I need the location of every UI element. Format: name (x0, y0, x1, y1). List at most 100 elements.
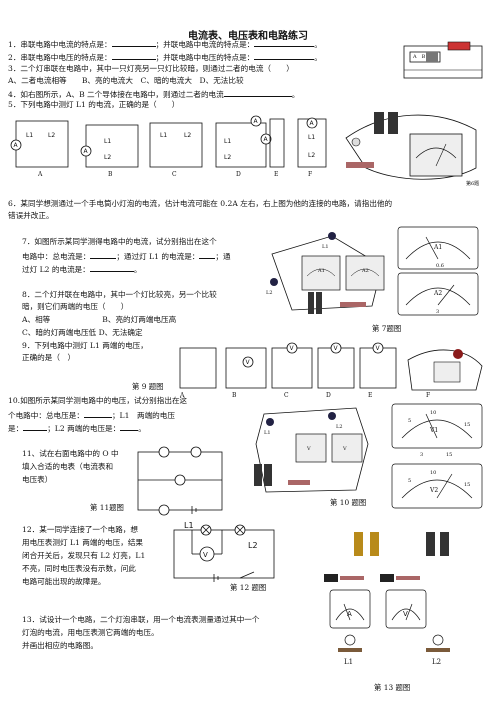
q5-meter-a: A (14, 142, 19, 149)
question-7-line-3: 过灯 L2 的电流是：。 (22, 263, 141, 275)
q10-dial-10-a: 10 (430, 410, 436, 416)
q7-figure-caption: 第 7题图 (372, 324, 402, 333)
q5-lamp-f1: L1 (308, 134, 315, 141)
q2-text-c: 。 (314, 53, 322, 62)
q10-dial-15-b: 15 (464, 482, 470, 488)
question-11-line-3: 电压表） (22, 475, 53, 484)
q7-text-b: ；通过灯 L1 的电流是： (116, 252, 200, 261)
q7-ammeter-dials: A1 A2 0.6 3 (397, 226, 479, 316)
q5-label-b: B (108, 171, 113, 178)
q7-meter-a2: A2 (361, 268, 369, 274)
q5-meter-b: A (84, 148, 89, 155)
q1-text-a: 1．串联电路中电流的特点是： (8, 40, 112, 49)
q7-blank-l2[interactable] (89, 263, 134, 272)
q1-text-b: ；并联电路中电流的特点是： (155, 40, 255, 49)
q5-label-c: C (172, 171, 177, 178)
question-9-line-1: 9．下列电路中测灯 L1 两端的电压， (22, 341, 148, 350)
q10-blank-l2[interactable] (120, 422, 139, 431)
q5-meter-f: A (310, 120, 315, 127)
q10-blank-l1[interactable] (23, 422, 48, 431)
q10-dial-15-a: 15 (464, 422, 470, 428)
question-12-line-3: 闭合开关后，发现只有 L2 灯亮，L1 (22, 551, 146, 560)
question-2: 2．串联电路中电压的特点是：；并联电路中电压的特点是：。 (8, 51, 322, 63)
question-6-line-1: 6．某同学想测通过一个手电筒小灯泡的电流，估计电流可能在 0.2A 左右，右上图… (8, 199, 393, 208)
q10-lamp-l1: L1 (264, 430, 271, 436)
q8-option-b: B、亮的灯两端电压高 (102, 315, 177, 324)
page-title: 电流表、电压表和电路练习 (188, 31, 308, 42)
q11-figure-caption: 第 11题图 (90, 503, 124, 512)
q5-lamp-a2: L2 (48, 132, 55, 139)
q4-blank[interactable] (223, 88, 292, 97)
question-6-line-2: 错误并改正。 (8, 211, 54, 220)
q4-label-ab: A B (413, 54, 426, 60)
question-12-line-2: 用电压表测灯 L1 两端的电压，结果 (22, 538, 144, 547)
q7-dial-range-06: 0.6 (436, 263, 444, 269)
q5-lamp-b2: L2 (104, 154, 111, 161)
q13-ammeter: A (347, 610, 352, 618)
q9-meter-c: V (290, 345, 295, 352)
q13-components-figure: A V L1 L2 (324, 532, 450, 666)
question-4: 4．如右图所示，A、B 二个导体接在电路中，则通过二者的电流。 (8, 88, 299, 100)
q10-dial-15-c: 15 (446, 452, 452, 458)
q1-blank-1[interactable] (111, 38, 156, 47)
q10-circuit-figure: L1 L2 V V (254, 407, 369, 493)
q10-text-a: 个电路中：总电压是： (8, 411, 84, 420)
question-12-line-1: 12．某一同学连接了一个电路，想 (22, 525, 138, 534)
question-3-stem: 3．二个灯串联在电路中，其中一只灯亮另一只灯比较暗，则通过二者的电流（ ） (8, 64, 294, 73)
question-1: 1．串联电路中电流的特点是： ；并联电路中电流的特点是： 。 (8, 38, 322, 50)
q12-lamp-l1: L1 (184, 521, 194, 530)
q10-text-b: ；L1 两端的电压 (111, 411, 175, 420)
q5-lamp-c2: L2 (184, 132, 191, 139)
question-11-line-2: 填入合适的电表（电流表和 (22, 462, 114, 471)
q5-meter-d: A (264, 136, 269, 143)
q10-text-d: ；L2 两端的电压是： (47, 424, 121, 433)
q10-meter-v2: V (342, 446, 347, 452)
question-8-line-1: 8．二个灯并联在电路中，其中一个灯比较亮，另一个比较 (22, 290, 217, 299)
q9-meter-b: V (246, 359, 251, 366)
q10-meter-v1: V (306, 446, 311, 452)
q11-circuit-figure (137, 446, 223, 516)
q7-text-a: 电路中：总电流是： (22, 252, 91, 261)
q9-figure-caption: 第 9 题图 (132, 382, 164, 391)
q7-text-d: 过灯 L2 的电流是： (22, 265, 90, 274)
question-7-line-1: 7．如图所示某同学测得电路中的电流，试分别指出在这个 (22, 237, 217, 246)
q2-blank-1[interactable] (111, 51, 156, 60)
q13-lamp-l1: L1 (344, 658, 353, 666)
q9-label-c: C (284, 392, 289, 399)
question-8-line-4: C、暗的灯两端电压低 D、无法确定 (22, 328, 143, 337)
question-12-line-5: 电路可能出现的故障是。 (22, 577, 106, 586)
question-10-line-2: 个电路中：总电压是： ；L1 两端的电压 (8, 409, 175, 421)
q9-meter-e: V (376, 345, 381, 352)
q7-text-c: ；通 (215, 252, 231, 261)
q9-label-b: B (232, 392, 237, 399)
q9-label-e: E (368, 392, 372, 399)
q7-blank-l1[interactable] (199, 250, 216, 259)
q10-blank-total[interactable] (83, 409, 112, 418)
q5-lamp-d1: L1 (224, 138, 231, 145)
q9-label-f: F (426, 392, 430, 399)
q10-lamp-l2: L2 (336, 424, 343, 430)
q13-figure-caption: 第 13 题图 (374, 683, 411, 692)
q4-conductor-figure (403, 41, 483, 79)
q10-text-e: 。 (138, 424, 146, 433)
q2-blank-2[interactable] (254, 51, 315, 60)
q5-label-a: A (37, 171, 43, 178)
q1-blank-2[interactable] (254, 38, 315, 47)
q7-blank-total[interactable] (90, 250, 117, 259)
q7-circuit-figure: A1 A2 L1 L2 (266, 232, 385, 314)
question-3-options: A、二者电流相等 B、亮的电流大 C、暗的电流大 D、无法比较 (8, 76, 244, 85)
q8-option-a: A、相等 (22, 315, 51, 324)
q10-dial-5-b: 5 (408, 478, 411, 484)
q7-dial-range-3: 3 (436, 309, 439, 315)
q1-text-c: 。 (314, 40, 322, 49)
q5-circuit-diagrams: A A A A A L1 L2 L1 L2 L1 L2 L1 L2 L1 L2 … (10, 115, 327, 178)
q5-lamp-a1: L1 (26, 132, 33, 139)
q7-dial-a1: A1 (433, 244, 442, 251)
question-10-line-3: 是：；L2 两端的电压是：。 (8, 422, 146, 434)
question-13-line-1: 13．试设计一个电路，二个灯泡串联，用一个电流表测量通过其中一个 (22, 615, 260, 624)
q9-meter-d: V (334, 345, 339, 352)
q2-text-b: ；并联电路中电压的特点是： (155, 53, 255, 62)
q10-voltmeter-dials: V1 V2 5 10 15 5 10 15 3 15 (391, 403, 483, 509)
q5-lamp-b1: L1 (104, 138, 111, 145)
q10-dial-5-a: 5 (408, 418, 411, 424)
